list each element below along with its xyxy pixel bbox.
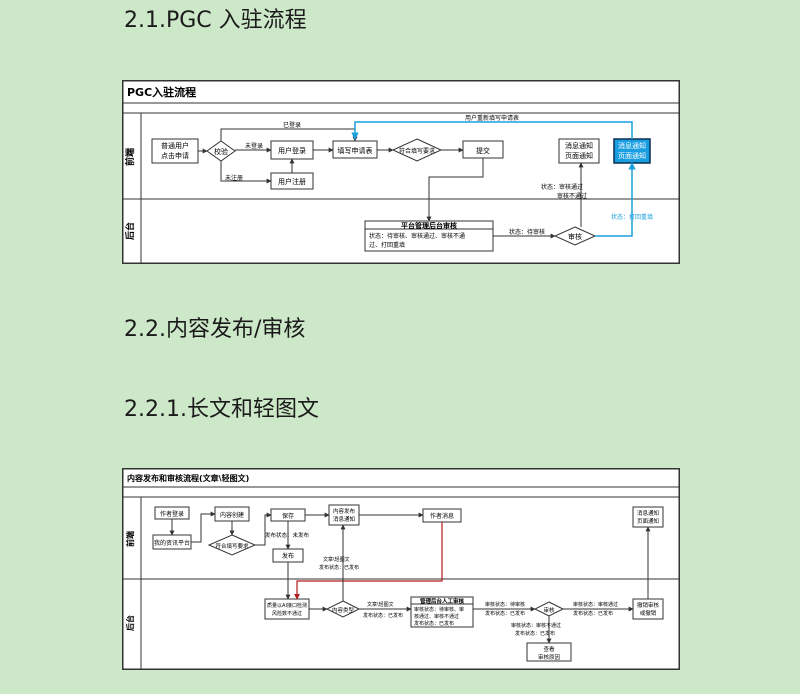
label-status-return: 状态：打回重填 [611, 213, 653, 221]
label-status-review: 状态：待审核 [509, 228, 545, 236]
node2-manual-line1: 审核状态：待审核、审 [414, 606, 464, 613]
node2-queue-line1: 质量以AI接口检测 [267, 602, 307, 609]
node-submit: 提交 [476, 146, 490, 155]
label2-review-a: 审核状态：待审核 [485, 601, 525, 608]
label-status-pass: 状态：审核通过 [541, 183, 583, 191]
content-review-flowchart: 内容发布和审核流程(文章\轻图文) 前端 后台 作者登录 我的资讯平台 内容创建… [122, 468, 680, 670]
node-start-line2: 点击申请 [161, 151, 189, 160]
label2-type-a2: 发布状态：已发布 [319, 564, 359, 571]
node2-entry: 作者登录 [160, 510, 184, 518]
node-register: 用户注册 [278, 177, 306, 186]
node2-audit-detail-line2: 审核原因 [538, 653, 561, 661]
node2-save: 保存 [282, 512, 294, 520]
node2-meet: 符合填写要求 [215, 542, 249, 550]
label2-fail-a: 审核状态：审核不通过 [511, 622, 561, 629]
heading-long-articles: 2.2.1.长文和轻图文 [124, 397, 319, 422]
label2-type-b2: 发布状态：已发布 [363, 612, 403, 619]
node2-manual-line2: 核通过、审核不通过 [414, 613, 459, 620]
label2-fail-a2: 发布状态：已发布 [515, 630, 555, 637]
node-admin-review-title: 平台管理后台审核 [401, 221, 457, 230]
node-notice2-line2: 页面通知 [618, 151, 646, 160]
label2-pass-a: 审核状态：审核通过 [573, 601, 618, 608]
node2-platform: 我的资讯平台 [154, 539, 190, 547]
node-notice-line2: 页面通知 [565, 151, 593, 160]
heading-pgc-onboarding: 2.1.PGC 入驻流程 [124, 8, 307, 33]
node-meet-requirements: 符合填写要求 [399, 147, 435, 155]
node2-pub-notice-line1: 内容发布 [333, 507, 356, 515]
node2-notice-line1: 消息通知 [637, 509, 659, 517]
flowchart2-title: 内容发布和审核流程(文章\轻图文) [127, 473, 249, 483]
node-review: 审核 [568, 232, 582, 241]
label2-pass-a2: 发布状态：已发布 [573, 610, 613, 617]
lane2-frontend: 前端 [125, 531, 135, 547]
node-notice2-line1: 消息通知 [618, 141, 646, 150]
lane-backend: 后台 [124, 222, 136, 240]
node-admin-review-line2: 过、打回重填 [369, 241, 405, 249]
label-reapply: 用户重新填写申请表 [465, 114, 519, 122]
node-check: 校验 [214, 147, 228, 156]
label2-type-a: 文章\轻图文 [323, 556, 350, 563]
flowchart-title: PGC入驻流程 [127, 85, 196, 99]
label2-type-b: 文章\轻图文 [367, 601, 394, 608]
label2-pub-status: 发布状态：未发布 [265, 531, 310, 539]
node2-unpublish-line1: 撤销审核 [637, 601, 660, 609]
node2-manual-title: 管理后台人工审核 [420, 597, 465, 605]
node-admin-review-line1: 状态：待审核、审核通过、审核不通 [369, 232, 465, 240]
node2-type: 内容类型 [332, 606, 355, 614]
lane-frontend: 前端 [124, 148, 136, 166]
node-fill-form: 填写申请表 [338, 146, 373, 155]
node2-review: 审核 [543, 606, 555, 614]
pgc-onboarding-flowchart: PGC入驻流程 前端 后台 普通用户 点击申请 校验 用户登录 未登录 用户注册… [122, 80, 680, 264]
label-status-fail: 审核不通过 [557, 192, 587, 200]
label-not-logged: 未登录 [245, 142, 263, 150]
node2-create: 内容创建 [220, 511, 244, 519]
heading-content-publish: 2.2.内容发布/审核 [124, 317, 306, 342]
node2-notice-line2: 页面通知 [637, 517, 659, 525]
node-notice-line1: 消息通知 [565, 141, 593, 150]
node2-manual-line3: 发布状态：已发布 [414, 620, 454, 627]
node2-queue-line2: 风险数不通过 [272, 610, 302, 617]
node2-audit-detail-line1: 查看 [543, 645, 555, 653]
label-logged: 已登录 [283, 121, 301, 129]
node-start-line1: 普通用户 [161, 141, 189, 150]
node2-pub-notice-line2: 消息通知 [333, 515, 355, 523]
node-login: 用户登录 [278, 146, 306, 155]
node2-unpublish-line2: 或撤销 [640, 609, 657, 617]
label-not-registered: 未注册 [225, 174, 243, 182]
lane2-backend: 后台 [125, 615, 135, 631]
label2-review-a2: 发布状态：已发布 [485, 610, 525, 617]
node2-author-notice: 作者消息 [430, 512, 454, 520]
node2-publish: 发布 [282, 552, 294, 560]
